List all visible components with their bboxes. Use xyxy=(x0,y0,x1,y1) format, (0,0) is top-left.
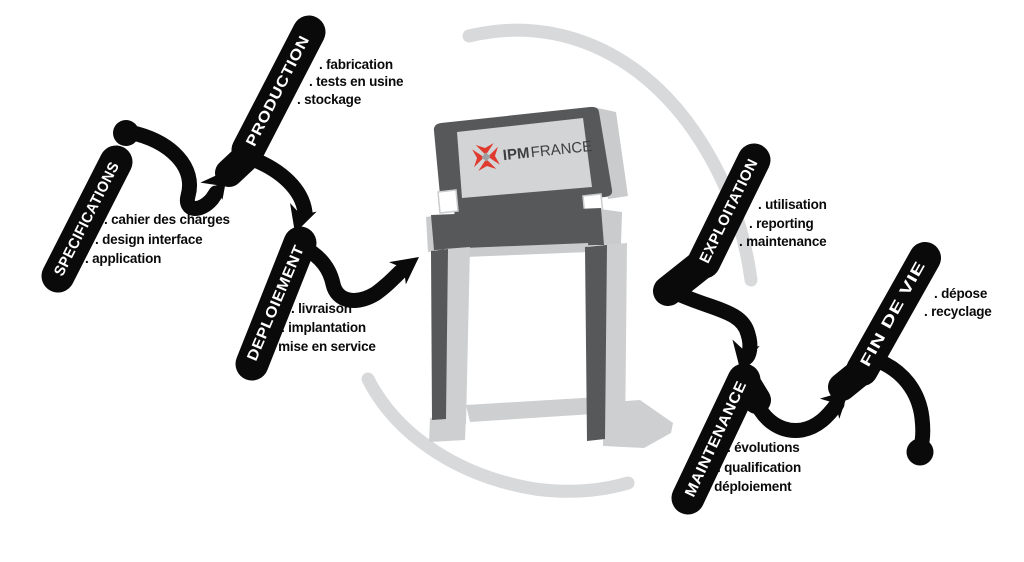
connector-depl-to-kiosk xyxy=(295,239,408,308)
brand-text-france: FRANCE xyxy=(530,138,593,161)
stage-item: application xyxy=(85,251,161,267)
stage-item: recyclage xyxy=(924,304,992,320)
stage-item: maintenance xyxy=(739,234,827,250)
end-ball-icon xyxy=(906,438,934,466)
stage-bar-deploiement xyxy=(235,226,317,381)
stage-item: implantation xyxy=(281,320,366,336)
stage-item: utilisation xyxy=(758,197,827,213)
stage-label-production: PRODUCTION xyxy=(243,33,314,149)
stage-pad-production xyxy=(215,144,259,187)
connector-spec-to-prod xyxy=(121,124,224,216)
stage-pad-findevie xyxy=(828,360,872,401)
stage-item: stockage xyxy=(297,92,361,108)
stage-item: livraison xyxy=(291,301,352,317)
stage-bar-findevie xyxy=(846,242,941,386)
connector-maint-to-findevie xyxy=(746,390,845,438)
kiosk-opening-edge xyxy=(464,243,589,257)
kiosk-illustration: IPM FRANCE xyxy=(426,106,673,448)
stage-item: déploiement xyxy=(707,479,792,495)
kiosk-leg-right-light xyxy=(603,243,627,446)
stage-bar-production xyxy=(231,15,326,167)
stage-item: évolutions xyxy=(727,440,800,456)
brand-logo-icon xyxy=(472,143,500,171)
stage-item: qualification xyxy=(717,460,801,476)
stage-item: dépose xyxy=(934,286,987,302)
cycle-arc-top xyxy=(462,23,758,287)
kiosk-shoulder-wing xyxy=(600,209,622,246)
kiosk-leg-left-light xyxy=(441,247,470,426)
ribbon-chain-right xyxy=(653,143,941,515)
kiosk-notch-left xyxy=(437,189,459,214)
kiosk-leg-right-dark xyxy=(585,245,607,441)
stage-bar-exploitation xyxy=(687,143,771,279)
brand-logo: IPM FRANCE xyxy=(472,138,593,171)
ribbon-chain-left xyxy=(41,15,419,381)
stage-item: mise en service xyxy=(271,339,376,355)
stage-item: reporting xyxy=(749,216,814,232)
cycle-arc-bottom xyxy=(361,372,635,498)
stage-item: tests en usine xyxy=(309,74,403,90)
stage-bar-maintenance xyxy=(671,363,761,515)
arrowhead-to-deploiement-icon xyxy=(290,202,317,233)
connector-findevie-tail xyxy=(868,352,931,457)
kiosk-shoulders xyxy=(431,208,604,250)
stage-bar-specifications xyxy=(41,145,133,293)
kiosk-screen xyxy=(457,118,592,198)
arrowhead-to-kiosk-icon xyxy=(389,257,419,285)
stage-item: cahier des charges xyxy=(104,212,230,228)
stage-item: design interface xyxy=(95,232,203,248)
brand-text-ipm: IPM xyxy=(502,144,530,164)
arrowhead-to-maintenance-icon xyxy=(732,339,760,369)
connector-prod-to-depl xyxy=(242,150,313,220)
stage-item: fabrication xyxy=(319,57,393,73)
kiosk-leg-left-dark xyxy=(431,249,448,420)
stage-label-findevie: FIN DE VIE xyxy=(857,258,929,369)
